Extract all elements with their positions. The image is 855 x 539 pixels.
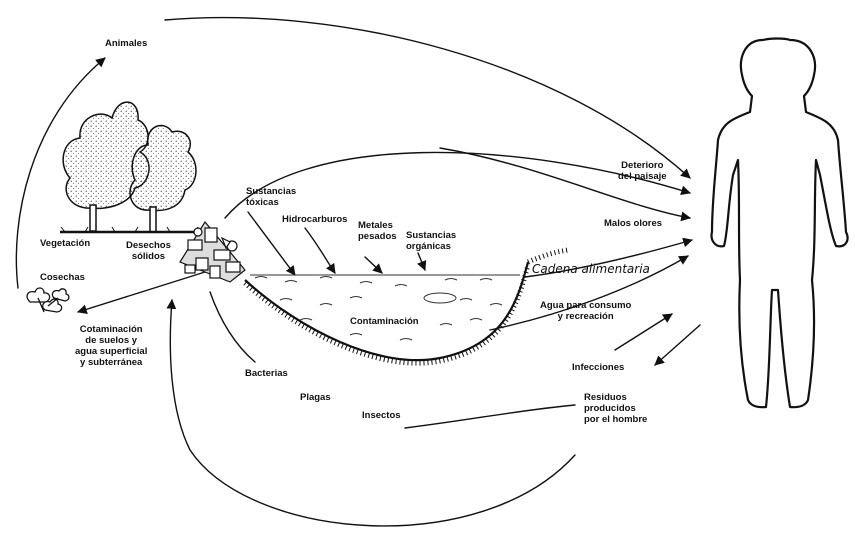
arrow-hidrocarburos [305, 228, 335, 273]
lake [245, 250, 568, 363]
arrow-organicas [418, 253, 425, 270]
label-residuos: Residuos producidos por el hombre [584, 392, 647, 425]
label-metales: Metales pesados [358, 220, 397, 242]
label-insectos: Insectos [362, 410, 401, 421]
line-insectos [405, 405, 575, 428]
label-infecciones: Infecciones [572, 362, 624, 373]
label-contaminacion-suelos: Cotaminación de suelos y agua superficia… [75, 324, 147, 368]
label-contaminacion: Contaminación [350, 316, 419, 327]
arrow-arc-malos-olores [440, 148, 690, 218]
label-desechos: Desechos sólidos [126, 240, 171, 262]
label-malos-olores: Malos olores [604, 218, 662, 229]
label-hidrocarburos: Hidrocarburos [282, 214, 347, 225]
label-sustancias-organicas: Sustancias orgánicas [406, 230, 456, 252]
label-vegetacion: Vegetación [40, 238, 90, 249]
arrow-metales [365, 257, 382, 273]
crops [27, 288, 69, 312]
label-bacterias: Bacterias [245, 368, 288, 379]
arrow-residuos [655, 325, 700, 365]
label-cadena: Cadena alimentaria [532, 264, 650, 275]
label-plagas: Plagas [300, 392, 331, 403]
arrow-desechos-to-cosechas [78, 272, 205, 312]
label-animales: Animales [105, 38, 147, 49]
label-cosechas: Cosechas [40, 272, 85, 283]
trees [60, 102, 205, 232]
human-figure [712, 39, 848, 408]
label-deterioro: Deterioro del paisaje [618, 160, 667, 182]
label-agua: Agua para consumo y recreación [540, 300, 631, 322]
line-bacterias [210, 292, 255, 362]
label-sustancias-toxicas: Sustancias tóxicas [246, 186, 296, 208]
arrow-animales-to-human [165, 18, 690, 178]
